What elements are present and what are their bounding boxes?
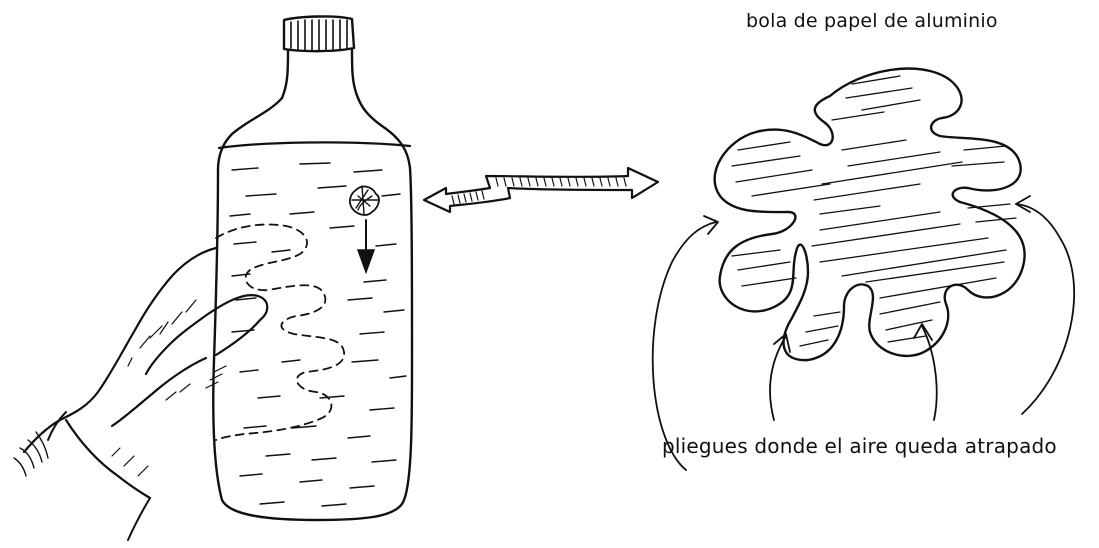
double-arrow — [424, 168, 658, 212]
hand-drawing — [14, 225, 344, 541]
bottle-drawing — [213, 16, 412, 520]
down-arrow — [358, 220, 374, 272]
foil-ball-large — [653, 69, 1074, 470]
folds-caption: pliegues donde el aire queda atrapado — [662, 434, 1057, 458]
foil-ball-small — [350, 186, 379, 215]
foil-ball-label: bola de papel de aluminio — [746, 10, 998, 32]
